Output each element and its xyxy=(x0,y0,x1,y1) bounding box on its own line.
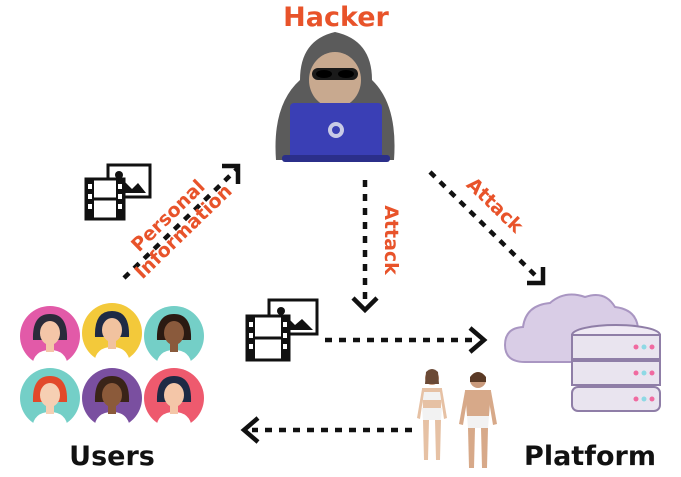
attack-users-label: Attack xyxy=(380,205,402,275)
user-avatar-icon xyxy=(82,303,142,363)
user-avatar-icon xyxy=(82,368,142,428)
media-icon-middle xyxy=(245,298,319,362)
body-model-icon-male xyxy=(459,372,497,468)
attack-platform-arrowhead xyxy=(527,267,546,286)
body-model-icon-female xyxy=(417,369,447,460)
user-avatar-icon xyxy=(20,306,80,366)
user-avatar-icon xyxy=(144,306,204,366)
hacker-label: Hacker xyxy=(283,2,389,33)
hacker-icon xyxy=(275,32,395,162)
platform-label: Platform xyxy=(524,441,656,472)
user-avatar-icon xyxy=(20,368,80,428)
attack-platform-label: Attack xyxy=(462,173,528,237)
models-to-users-arrowhead xyxy=(240,416,260,444)
user-avatar-icon xyxy=(144,368,204,428)
personal-info-arrowhead xyxy=(222,163,241,184)
users-label: Users xyxy=(69,441,155,472)
attack-users-arrowhead xyxy=(351,296,379,314)
media-to-platform-arrowhead xyxy=(468,326,488,354)
cloud-server-icon xyxy=(503,293,661,412)
media-icon-top xyxy=(84,163,152,221)
user-avatars xyxy=(20,303,204,428)
personal-info-arrow xyxy=(122,166,240,280)
attack-platform-arrow xyxy=(428,170,540,280)
